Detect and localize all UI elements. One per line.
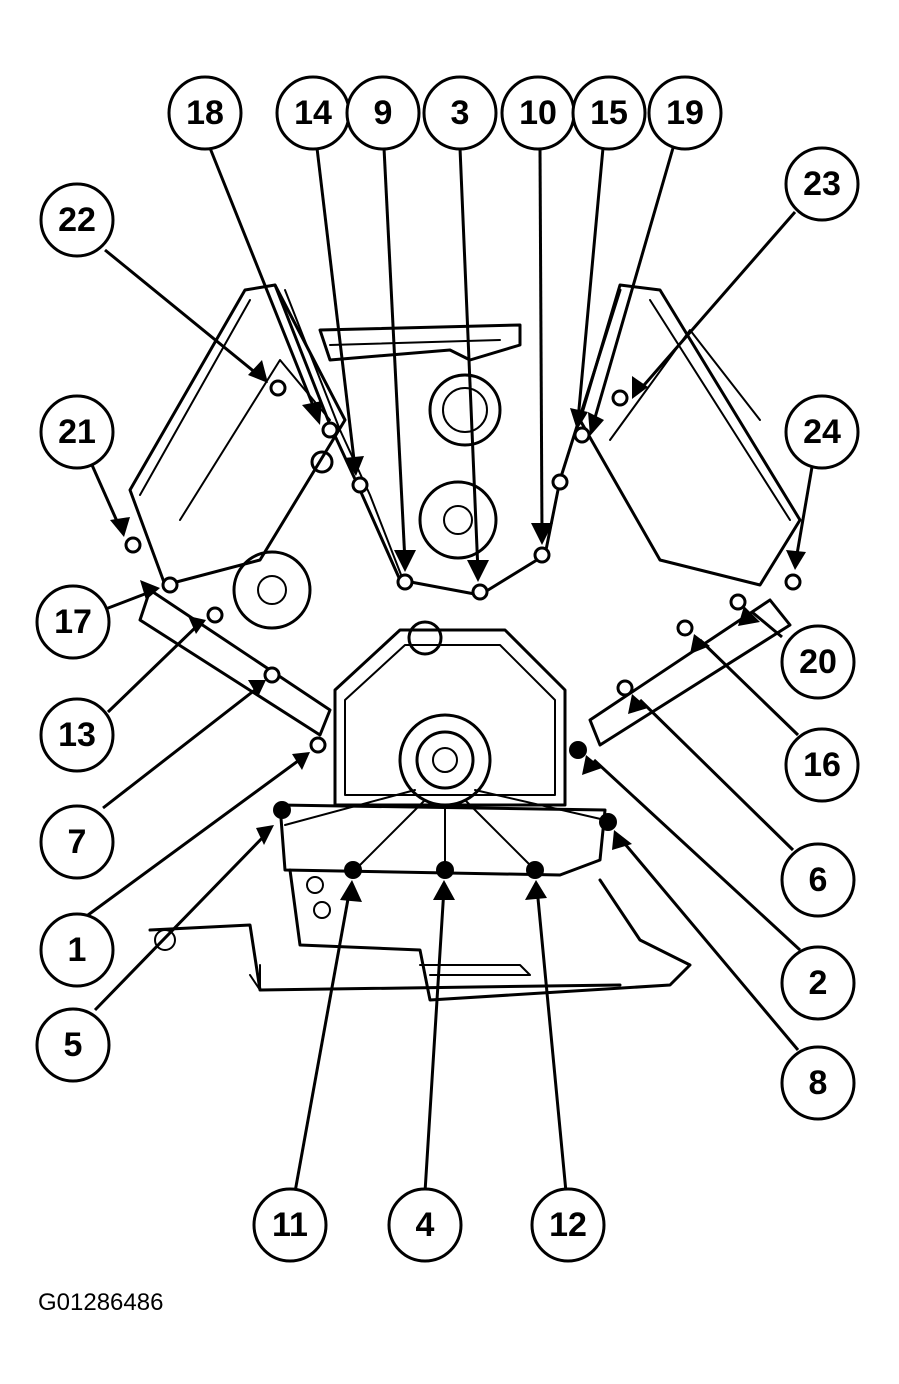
callout-label: 3 bbox=[451, 94, 470, 132]
callout-label: 2 bbox=[809, 964, 828, 1002]
callout-label: 15 bbox=[590, 94, 628, 132]
callout-label: 7 bbox=[68, 823, 87, 861]
callout-8: 8 bbox=[780, 1045, 856, 1121]
callout-label: 23 bbox=[803, 165, 841, 203]
callout-label: 11 bbox=[272, 1206, 308, 1244]
callout-label: 18 bbox=[186, 94, 224, 132]
callout-7: 7 bbox=[39, 804, 115, 880]
callout-label: 4 bbox=[416, 1206, 435, 1244]
callout-label: 19 bbox=[666, 94, 704, 132]
callout-label: 16 bbox=[803, 746, 841, 784]
callout-11: 11 bbox=[252, 1187, 328, 1263]
engine-drawing bbox=[128, 283, 802, 1002]
callout-24: 24 bbox=[784, 394, 860, 470]
callout-1: 1 bbox=[39, 912, 115, 988]
callout-5: 5 bbox=[35, 1007, 111, 1083]
callout-label: 10 bbox=[519, 94, 557, 132]
callout-22: 22 bbox=[39, 182, 115, 258]
callout-16: 16 bbox=[784, 727, 860, 803]
figure-id: G01286486 bbox=[38, 1289, 163, 1316]
callout-label: 8 bbox=[809, 1064, 828, 1102]
callout-label: 17 bbox=[54, 603, 92, 641]
leader-lines bbox=[87, 147, 814, 1193]
callout-4: 4 bbox=[387, 1187, 463, 1263]
callout-label: 12 bbox=[549, 1206, 587, 1244]
callout-6: 6 bbox=[780, 842, 856, 918]
arrowheads bbox=[110, 360, 806, 902]
callout-10: 10 bbox=[500, 75, 576, 151]
callout-label: 1 bbox=[68, 931, 87, 969]
callout-label: 22 bbox=[58, 201, 96, 239]
callout-label: 24 bbox=[803, 413, 841, 451]
callout-19: 19 bbox=[647, 75, 723, 151]
callout-18: 18 bbox=[167, 75, 243, 151]
callout-20: 20 bbox=[780, 624, 856, 700]
callout-23: 23 bbox=[784, 146, 860, 222]
callout-15: 15 bbox=[571, 75, 647, 151]
callout-9: 9 bbox=[345, 75, 421, 151]
callout-13: 13 bbox=[39, 697, 115, 773]
callout-12: 12 bbox=[530, 1187, 606, 1263]
callout-14: 14 bbox=[275, 75, 351, 151]
callout-label: 20 bbox=[799, 643, 837, 681]
bolt-heads bbox=[124, 379, 802, 879]
callout-17: 17 bbox=[35, 584, 111, 660]
callout-label: 21 bbox=[58, 413, 96, 451]
callout-3: 3 bbox=[422, 75, 498, 151]
callout-label: 5 bbox=[64, 1026, 83, 1064]
callout-label: 9 bbox=[374, 94, 393, 132]
callout-21: 21 bbox=[39, 394, 115, 470]
callout-label: 14 bbox=[294, 94, 332, 132]
callout-label: 13 bbox=[58, 716, 96, 754]
callout-2: 2 bbox=[780, 945, 856, 1021]
callout-label: 6 bbox=[809, 861, 828, 899]
